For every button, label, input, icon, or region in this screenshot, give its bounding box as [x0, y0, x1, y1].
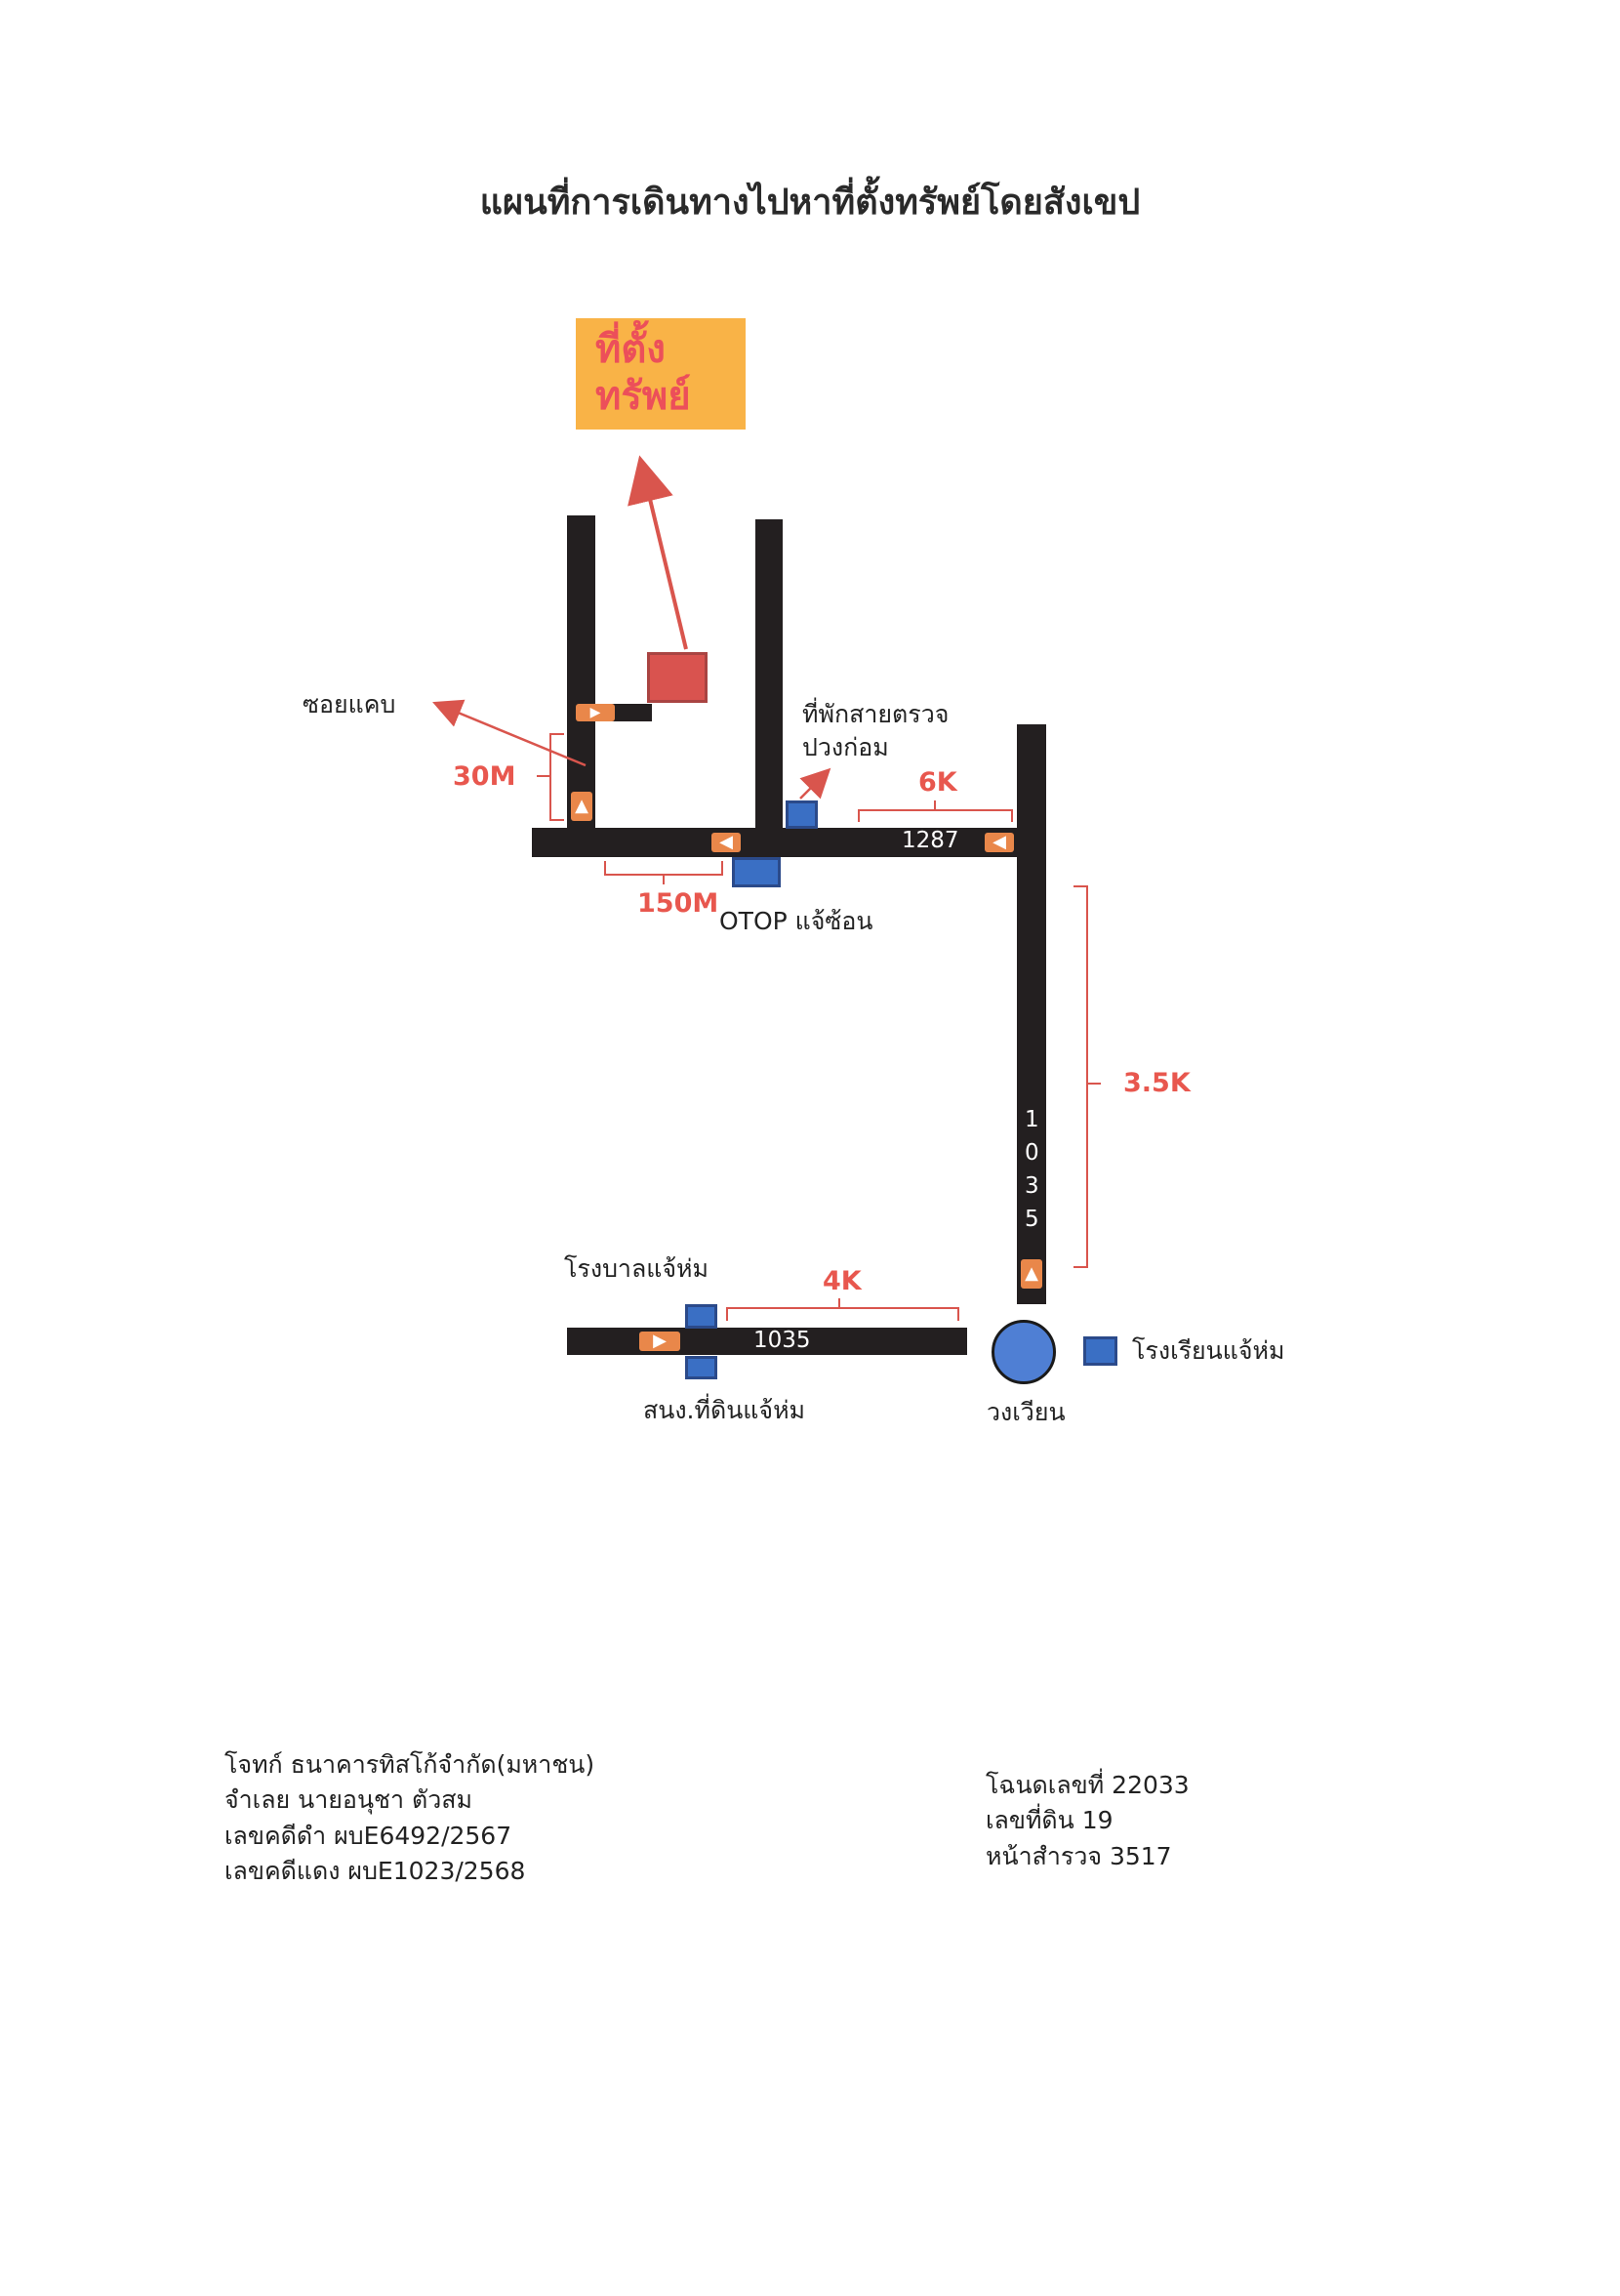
label-school-legend: โรงเรียนแจ้ห่ม: [1132, 1336, 1285, 1365]
destination-arrow: [628, 455, 688, 650]
footer-survey-page: หน้าสำรวจ 3517: [986, 1841, 1172, 1870]
label-otop: OTOP แจ้ซ้อน: [719, 907, 873, 935]
direction-arrow-right: ▶: [639, 1332, 680, 1351]
bracket-6k: [858, 800, 1013, 822]
road-number-1287: 1287: [902, 828, 959, 853]
road-middle-vertical: [755, 519, 783, 849]
soi-khaeb-pointer: [432, 699, 587, 767]
bracket-3-5k: [1073, 885, 1101, 1268]
police-box-pointer: [799, 767, 831, 800]
footer-defendant: จำเลย นายอนุชา ตัวสม: [224, 1785, 472, 1815]
roundabout-circle: [992, 1320, 1056, 1384]
police-box-pin: [786, 800, 818, 829]
label-roundabout: วงเวียน: [987, 1398, 1066, 1426]
footer-land-no: เลขที่ดิน 19: [986, 1806, 1114, 1835]
road-number-1035-vertical-2: 0: [1025, 1140, 1039, 1166]
distance-4k: 4K: [823, 1266, 862, 1296]
map-title: แผนที่การเดินทางไปหาที่ตั้งทรัพย์โดยสังเ…: [479, 183, 1141, 223]
bracket-4k: [726, 1298, 959, 1321]
road-number-1035-vertical-4: 5: [1025, 1207, 1039, 1232]
direction-arrow-right: ▶: [576, 704, 615, 721]
distance-150m: 150M: [637, 888, 719, 919]
direction-arrow-left: ◀: [985, 833, 1014, 852]
footer-red-case-no: เลขคดีแดง ผบE1023/2568: [224, 1856, 526, 1885]
footer-deed-no: โฉนดเลขที่ 22033: [986, 1771, 1190, 1799]
footer-left: โจทก์ ธนาคารทิสโก้จำกัด(มหาชน) จำเลย นาย…: [224, 1747, 594, 1889]
road-number-1035-vertical-3: 3: [1025, 1173, 1039, 1199]
school-legend-pin: [1083, 1336, 1117, 1366]
label-soi-khaeb: ซอยแคบ: [303, 690, 396, 718]
road-number-1035-horizontal: 1035: [753, 1328, 811, 1353]
hospital-pin: [685, 1304, 717, 1329]
direction-arrow-left: ◀: [711, 833, 741, 852]
land-office-pin: [685, 1356, 717, 1379]
road-1035-horizontal: [567, 1328, 967, 1355]
road-1287: [532, 828, 1039, 857]
property-marker: [647, 652, 708, 703]
bracket-30m: [537, 733, 564, 821]
footer-right: โฉนดเลขที่ 22033 เลขที่ดิน 19 หน้าสำรวจ …: [986, 1768, 1190, 1874]
label-land-office: สนง.ที่ดินแจ้ห่ม: [643, 1396, 806, 1424]
distance-30m: 30M: [453, 761, 516, 792]
road-1035-vertical: [1017, 724, 1046, 1304]
bracket-150m: [604, 861, 723, 884]
distance-3-5k: 3.5K: [1123, 1068, 1191, 1098]
destination-box: ที่ตั้ง ทรัพย์: [576, 318, 746, 430]
label-police-box-line1: ที่พักสายตรวจ: [802, 700, 950, 728]
label-police-box-line2: ปวงก่อม: [802, 733, 889, 761]
distance-6k: 6K: [918, 767, 957, 798]
direction-arrow-up: ▲: [1021, 1259, 1042, 1289]
road-number-1035-vertical-1: 1: [1025, 1107, 1039, 1132]
destination-label-line2: ทรัพย์: [595, 374, 691, 419]
footer-black-case-no: เลขคดีดำ ผบE6492/2567: [224, 1821, 512, 1850]
direction-arrow-up: ▲: [571, 792, 592, 821]
otop-pin: [732, 857, 781, 887]
footer-plaintiff: โจทก์ ธนาคารทิสโก้จำกัด(มหาชน): [224, 1750, 595, 1779]
destination-label-line1: ที่ตั้ง: [595, 327, 666, 372]
label-hospital: โรงบาลแจ้ห่ม: [564, 1254, 709, 1283]
